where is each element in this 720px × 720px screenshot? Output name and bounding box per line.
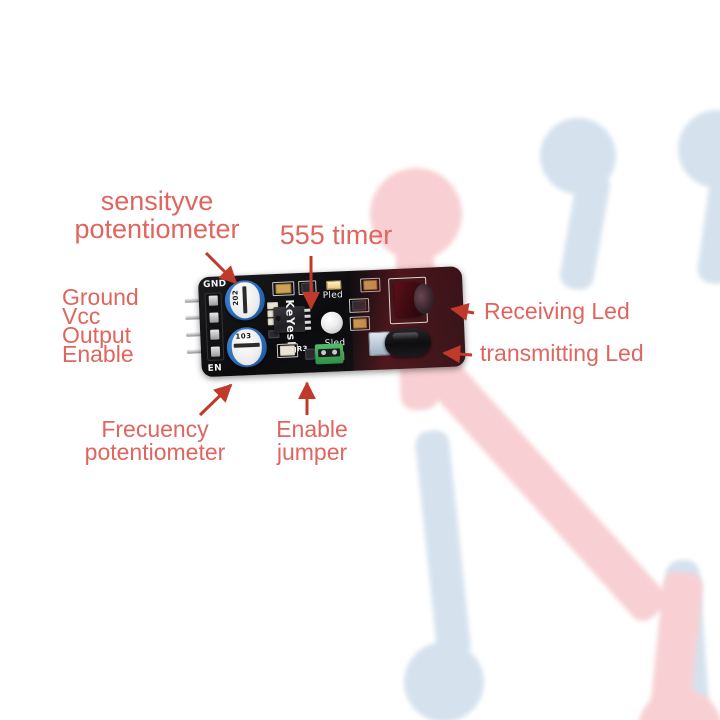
sensitivity-potentiometer[interactable]: 202 <box>224 279 266 322</box>
watermark-head <box>678 110 720 188</box>
ic-leg <box>304 314 311 318</box>
watermark-stem <box>414 428 472 662</box>
ir-sensor-module: GND EN 202 103 <box>184 266 466 386</box>
watermark-pin-blue-top-left <box>540 118 660 308</box>
smd-resistor <box>275 283 292 295</box>
watermark-pin-blue-top-right <box>678 110 720 295</box>
label-frequency-potentiometer: Frecuency potentiometer <box>84 416 226 466</box>
pin-header <box>204 292 225 361</box>
silkscreen-gnd: GND <box>202 279 227 291</box>
label-sensitivity-potentiometer: sensityve potentiometer <box>74 186 240 244</box>
receiving-led-lens <box>413 283 435 315</box>
watermark-pin-blue-bottom-right <box>660 558 720 720</box>
watermark-stem-diagonal <box>421 354 672 627</box>
label-pin-enable: Enable <box>62 341 134 367</box>
smd-capacitor <box>304 348 316 360</box>
label-receiving-led: Receiving Led <box>484 298 630 324</box>
header-pad <box>208 295 219 306</box>
watermark-head <box>540 118 616 194</box>
smd-resistor <box>363 279 378 291</box>
header-pad <box>210 329 220 340</box>
smd-resistor <box>352 318 368 329</box>
trimpot-code: 202 <box>231 289 241 306</box>
led-gloss <box>392 332 419 341</box>
label-transmitting-led: transmitting Led <box>480 340 644 366</box>
ic-pin1-notch <box>275 315 281 322</box>
frequency-potentiometer[interactable]: 103 <box>226 326 268 369</box>
label-555-timer: 555 timer <box>279 220 393 250</box>
watermark-stem-lower <box>647 570 705 720</box>
silkscreen-en: EN <box>207 363 223 374</box>
label-pin-vcc: Vcc <box>62 303 101 329</box>
label-enable-jumper: Enable jumper <box>276 416 348 466</box>
smd-resistor-r3 <box>279 345 296 356</box>
power-led <box>326 280 342 290</box>
pcb-substrate: GND EN 202 103 <box>197 266 466 378</box>
receiving-led <box>394 281 435 318</box>
watermark-stem <box>664 558 710 712</box>
watermark-head-lower <box>638 688 720 720</box>
watermark-stem <box>557 167 613 293</box>
ic-leg <box>304 320 311 324</box>
ic-leg <box>305 326 312 330</box>
enable-jumper[interactable] <box>314 343 344 365</box>
arrow-frequency <box>198 383 233 417</box>
header-pad <box>209 312 219 323</box>
silkscreen-pled: Pled <box>322 290 344 302</box>
trimpot-code: 103 <box>235 332 252 341</box>
watermark-stem <box>695 162 720 286</box>
watermark-pin-blue-bottom-left <box>404 428 548 720</box>
ic-leg <box>304 308 311 312</box>
smd-capacitor <box>351 300 367 311</box>
label-pin-ground: Ground <box>62 284 139 310</box>
watermark-pin-pink-main <box>370 168 720 720</box>
transmitting-led <box>384 327 432 358</box>
smd-capacitor <box>301 282 314 293</box>
watermark-head <box>404 642 484 720</box>
label-pin-output: Output <box>62 322 132 348</box>
dome-component <box>320 311 344 335</box>
header-pad <box>210 346 221 357</box>
